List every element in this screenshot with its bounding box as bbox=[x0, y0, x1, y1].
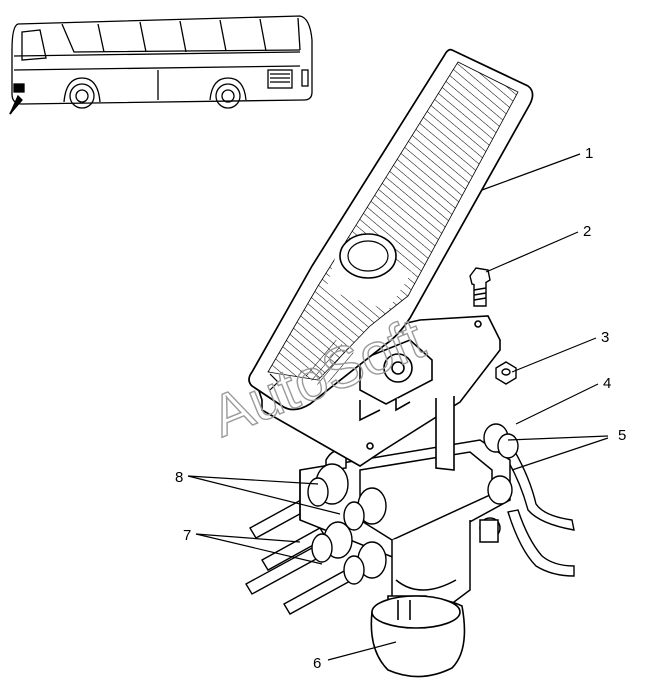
callout-5: 5 bbox=[618, 427, 626, 444]
brake-pedal bbox=[248, 48, 534, 411]
callout-8: 8 bbox=[175, 469, 183, 486]
bolt bbox=[469, 267, 491, 307]
callout-7: 7 bbox=[183, 527, 191, 544]
bus-locator-illustration bbox=[9, 15, 313, 115]
air-pipes bbox=[245, 449, 575, 615]
leader-lines bbox=[187, 153, 609, 661]
valve-cap bbox=[370, 595, 466, 678]
callout-2: 2 bbox=[583, 223, 591, 240]
pipe-fittings bbox=[307, 423, 519, 585]
nut bbox=[495, 361, 517, 385]
callout-1: 1 bbox=[585, 145, 593, 162]
callout-6: 6 bbox=[313, 655, 321, 672]
callout-3: 3 bbox=[601, 329, 609, 346]
callout-4: 4 bbox=[603, 375, 611, 392]
